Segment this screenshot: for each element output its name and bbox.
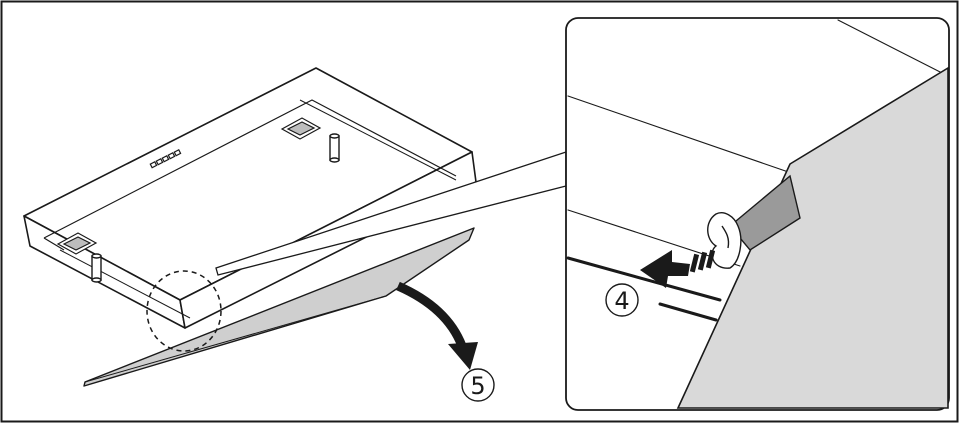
step-five-marker: 5 xyxy=(461,368,495,402)
slide-arrow-icon xyxy=(640,249,716,288)
step-four-label: 4 xyxy=(614,287,629,315)
step-five-label: 5 xyxy=(470,372,485,400)
step-four-circle xyxy=(605,283,639,317)
detail-circle xyxy=(146,270,222,352)
mounting-pins xyxy=(91,133,340,283)
step-four-marker: 4 xyxy=(605,283,639,317)
lamp-right xyxy=(280,117,322,140)
step-five-circle xyxy=(461,368,495,402)
latch-knob xyxy=(707,174,801,269)
detail-inset: 4 xyxy=(565,17,950,411)
lamp-left xyxy=(56,232,98,255)
inset-panel xyxy=(676,66,949,409)
curved-arrow-icon xyxy=(396,281,478,370)
control-panel xyxy=(149,149,182,169)
grease-filter-panel xyxy=(83,227,475,387)
